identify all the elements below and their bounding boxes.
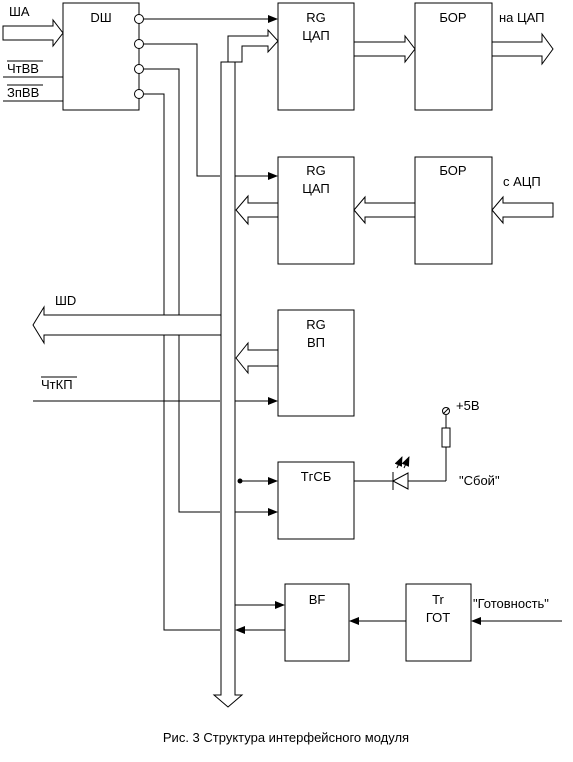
bus-to-rg1: [227, 28, 279, 63]
bor-block-2: [414, 156, 493, 265]
internal-data-bus: [212, 61, 244, 708]
bor2-to-rg2: [353, 195, 416, 225]
tr-top-label: Tr: [432, 592, 444, 607]
dsh-to-rg2: [144, 43, 220, 177]
gotovnost-label: "Готовность": [473, 596, 549, 611]
dsh-to-bf: [144, 93, 220, 631]
s-acp-label: с АЦП: [503, 174, 541, 189]
bor-block-1: [414, 2, 493, 111]
sboy-label: "Сбой": [459, 473, 500, 488]
shd-label: ШD: [55, 293, 76, 308]
na-cap-label: на ЦАП: [499, 10, 545, 25]
s-acp-input: [491, 195, 554, 225]
rg-cap-block-1: [277, 2, 355, 111]
terminal-tick: [442, 407, 450, 415]
dsh-output-3: [134, 64, 144, 74]
dsh-label: DШ: [90, 10, 111, 25]
rgvp-to-bus: [235, 341, 279, 375]
bor1-output: [491, 32, 554, 66]
rg3-top-label: RG: [306, 317, 326, 332]
rg-vp-block: [277, 309, 355, 417]
sha-input-bus: [2, 18, 64, 48]
bor2-label: БОР: [439, 163, 466, 178]
bf-block: [284, 583, 350, 662]
bf-label: BF: [309, 592, 326, 607]
rg1-bottom-label: ЦАП: [302, 28, 330, 43]
dsh-output-2: [134, 39, 144, 49]
figure-caption: Рис. 3 Структура интерфейсного модуля: [163, 730, 409, 745]
rg1-to-bor1: [353, 34, 416, 64]
led-ray-2: [401, 456, 410, 469]
rg2-top-label: RG: [306, 163, 326, 178]
trsb-label: ТгСБ: [301, 469, 332, 484]
led-ray-1: [394, 456, 403, 469]
rg2-to-bus: [235, 194, 279, 226]
tr-bottom-label: ГОТ: [426, 610, 450, 625]
trsb-block: [277, 461, 355, 540]
resistor-icon: [441, 427, 451, 448]
chtvv-label: ЧтВВ: [7, 61, 39, 76]
led-icon: [391, 472, 409, 490]
bor1-label: БОР: [439, 10, 466, 25]
rg1-top-label: RG: [306, 10, 326, 25]
dsh-output-1: [134, 14, 144, 24]
dsh-to-trsb: [144, 68, 220, 513]
zpvv-label: ЗпВВ: [7, 85, 39, 100]
rg3-bottom-label: ВП: [307, 335, 325, 350]
dsh-block: [62, 2, 140, 111]
rg2-bottom-label: ЦАП: [302, 181, 330, 196]
rg-cap-block-2: [277, 156, 355, 265]
tr-got-block: [405, 583, 472, 662]
shd-bus: [32, 305, 222, 345]
plus5v-label: +5В: [456, 398, 480, 413]
dsh-output-4: [134, 89, 144, 99]
chtkp-label: ЧтКП: [41, 377, 73, 392]
sha-label: ША: [9, 4, 30, 19]
